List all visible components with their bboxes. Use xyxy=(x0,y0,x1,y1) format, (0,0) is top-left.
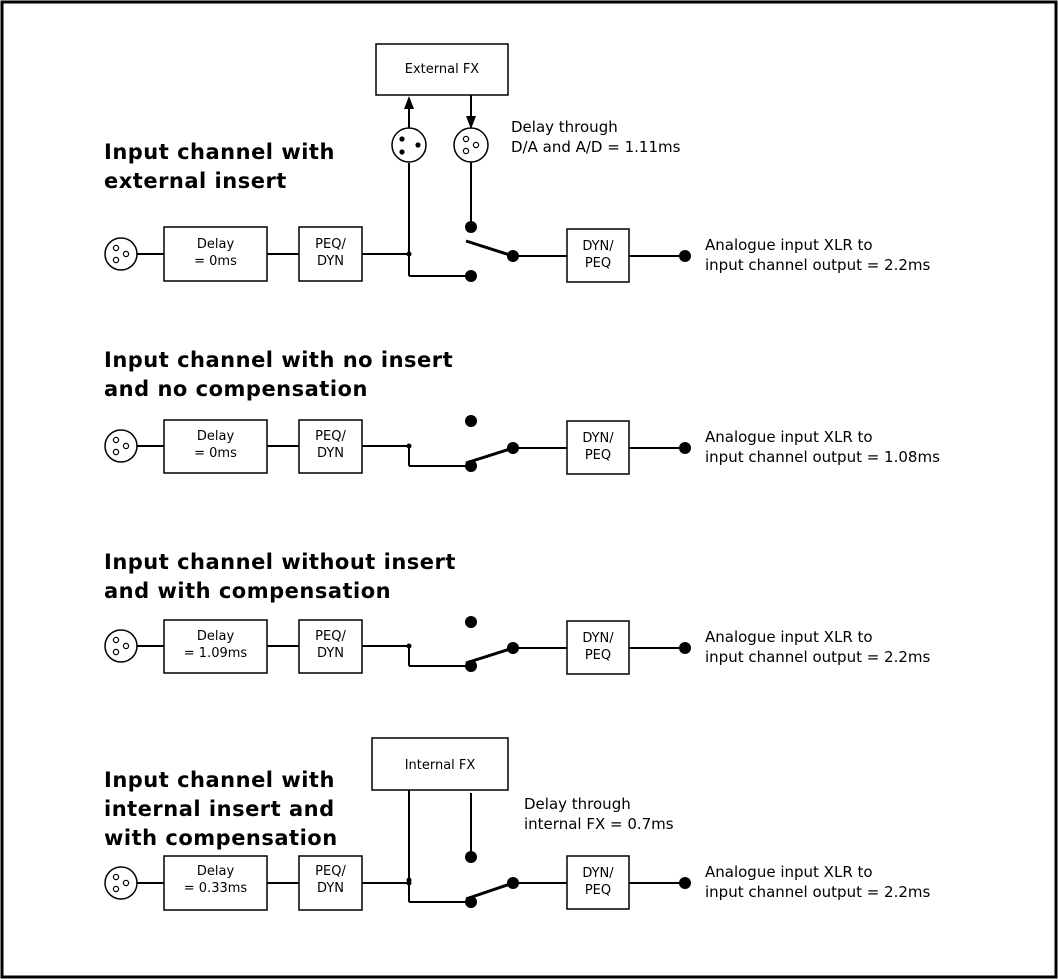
peq-label: PEQ/ DYN xyxy=(299,863,362,897)
label-line: Delay xyxy=(196,237,235,252)
insert-switch xyxy=(465,446,514,465)
switch-contact-top xyxy=(465,851,477,863)
label-line: = 0.33ms xyxy=(183,881,248,896)
switch-contact-top xyxy=(465,221,477,233)
title-line: Input channel with xyxy=(104,768,335,792)
fx-label: External FX xyxy=(404,62,480,77)
section-2-title: Input channel with no insert and no comp… xyxy=(104,346,453,404)
section-internal-insert xyxy=(104,737,509,911)
label-line: DYN xyxy=(317,646,344,661)
switch-contact-top xyxy=(465,616,477,628)
note-line: Analogue input XLR to xyxy=(705,428,873,446)
section-1-title: Input channel with external insert xyxy=(104,138,335,196)
switch-contact-bottom xyxy=(465,270,477,282)
label-line: PEQ/ xyxy=(315,864,346,879)
switch-contact-top xyxy=(465,415,477,427)
delay-label: Delay = 0.33ms xyxy=(164,863,267,897)
label-line: Delay xyxy=(196,629,235,644)
title-line: internal insert and xyxy=(104,797,335,821)
label-line: = 0ms xyxy=(194,254,237,269)
title-line: and with compensation xyxy=(104,579,392,603)
dyn-label: DYN/ PEQ xyxy=(567,630,629,664)
send-arrow-icon xyxy=(404,96,414,109)
title-line: with compensation xyxy=(104,826,338,850)
dyn-label: DYN/ PEQ xyxy=(567,238,629,272)
delay-label: Delay = 1.09ms xyxy=(164,628,267,662)
internal-fx-block xyxy=(371,737,509,791)
output-latency-note: Analogue input XLR to input channel outp… xyxy=(705,627,930,667)
note-line: Delay through xyxy=(524,795,631,813)
label-line: DYN xyxy=(317,446,344,461)
title-line: external insert xyxy=(104,169,287,193)
note-line: internal FX = 0.7ms xyxy=(524,815,674,833)
note-line: Analogue input XLR to xyxy=(705,863,873,881)
title-line: and no compensation xyxy=(104,377,368,401)
delay-label: Delay = 0ms xyxy=(164,236,267,270)
label-line: PEQ/ xyxy=(315,429,346,444)
label-line: DYN/ xyxy=(582,239,614,254)
label-line: Delay xyxy=(196,429,235,444)
peq-label: PEQ/ DYN xyxy=(299,428,362,462)
output-dot xyxy=(679,877,691,889)
dyn-label: DYN/ PEQ xyxy=(567,430,629,464)
title-line: Input channel without insert xyxy=(104,550,456,574)
note-line: input channel output = 1.08ms xyxy=(705,448,940,466)
label-line: PEQ xyxy=(584,883,612,898)
delay-label: Delay = 0ms xyxy=(164,428,267,462)
label-line: Delay xyxy=(196,864,235,879)
note-line: input channel output = 2.2ms xyxy=(705,648,931,666)
label-line: PEQ/ xyxy=(315,237,346,252)
label-line: = 0ms xyxy=(194,446,237,461)
dyn-label: DYN/ PEQ xyxy=(567,865,629,899)
section-compensated xyxy=(104,616,691,675)
section-external-insert xyxy=(104,43,691,283)
insert-switch xyxy=(465,646,514,665)
label-line: DYN/ xyxy=(582,631,614,646)
section-3-title: Input channel without insert and with co… xyxy=(104,548,456,606)
note-line: input channel output = 2.2ms xyxy=(705,256,931,274)
output-dot xyxy=(679,442,691,454)
title-line: Input channel with no insert xyxy=(104,348,454,372)
note-line: Delay through xyxy=(511,118,618,136)
section-no-insert xyxy=(104,415,691,475)
output-latency-note: Analogue input XLR to input channel outp… xyxy=(705,235,930,275)
peq-label: PEQ/ DYN xyxy=(299,236,362,270)
output-latency-note: Analogue input XLR to input channel outp… xyxy=(705,862,930,902)
insert-switch xyxy=(465,239,514,258)
note-line: D/A and A/D = 1.11ms xyxy=(511,138,681,156)
note-line: input channel output = 2.2ms xyxy=(705,883,931,901)
fx-delay-note: Delay through D/A and A/D = 1.11ms xyxy=(511,117,680,157)
fx-label: Internal FX xyxy=(404,758,476,773)
external-fx-block xyxy=(375,43,509,96)
label-line: PEQ xyxy=(584,448,612,463)
output-latency-note: Analogue input XLR to input channel outp… xyxy=(705,427,940,467)
insert-switch xyxy=(465,881,514,901)
note-line: Analogue input XLR to xyxy=(705,236,873,254)
label-line: PEQ/ xyxy=(315,629,346,644)
label-line: DYN/ xyxy=(582,866,614,881)
fx-delay-note: Delay through internal FX = 0.7ms xyxy=(524,794,674,834)
label-line: PEQ xyxy=(584,648,612,663)
label-line: PEQ xyxy=(584,256,612,271)
label-line: = 1.09ms xyxy=(183,646,248,661)
peq-label: PEQ/ DYN xyxy=(299,628,362,662)
label-line: DYN xyxy=(317,881,344,896)
label-line: DYN xyxy=(317,254,344,269)
title-line: Input channel with xyxy=(104,140,335,164)
label-line: DYN/ xyxy=(582,431,614,446)
return-arrow-icon xyxy=(466,116,476,129)
section-4-title: Input channel with internal insert and w… xyxy=(104,766,338,853)
output-dot xyxy=(679,250,691,262)
note-line: Analogue input XLR to xyxy=(705,628,873,646)
output-dot xyxy=(679,642,691,654)
